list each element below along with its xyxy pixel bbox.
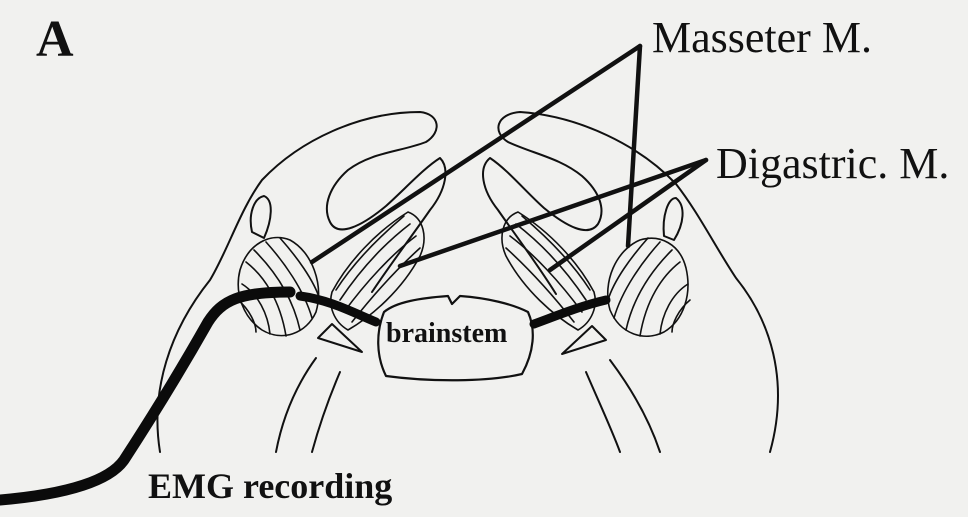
- emg-recording-label: EMG recording: [148, 468, 392, 504]
- right-masseter-muscle: [608, 238, 690, 336]
- right-trigeminal-nerve: [534, 300, 606, 324]
- brainstem-label: brainstem: [386, 320, 507, 348]
- masseter-label: Masseter M.: [652, 16, 872, 60]
- right-nerve-stump: [562, 326, 606, 354]
- digastric-label: Digastric. M.: [716, 142, 949, 186]
- left-nerve-stump: [318, 324, 362, 352]
- panel-letter: A: [36, 14, 74, 66]
